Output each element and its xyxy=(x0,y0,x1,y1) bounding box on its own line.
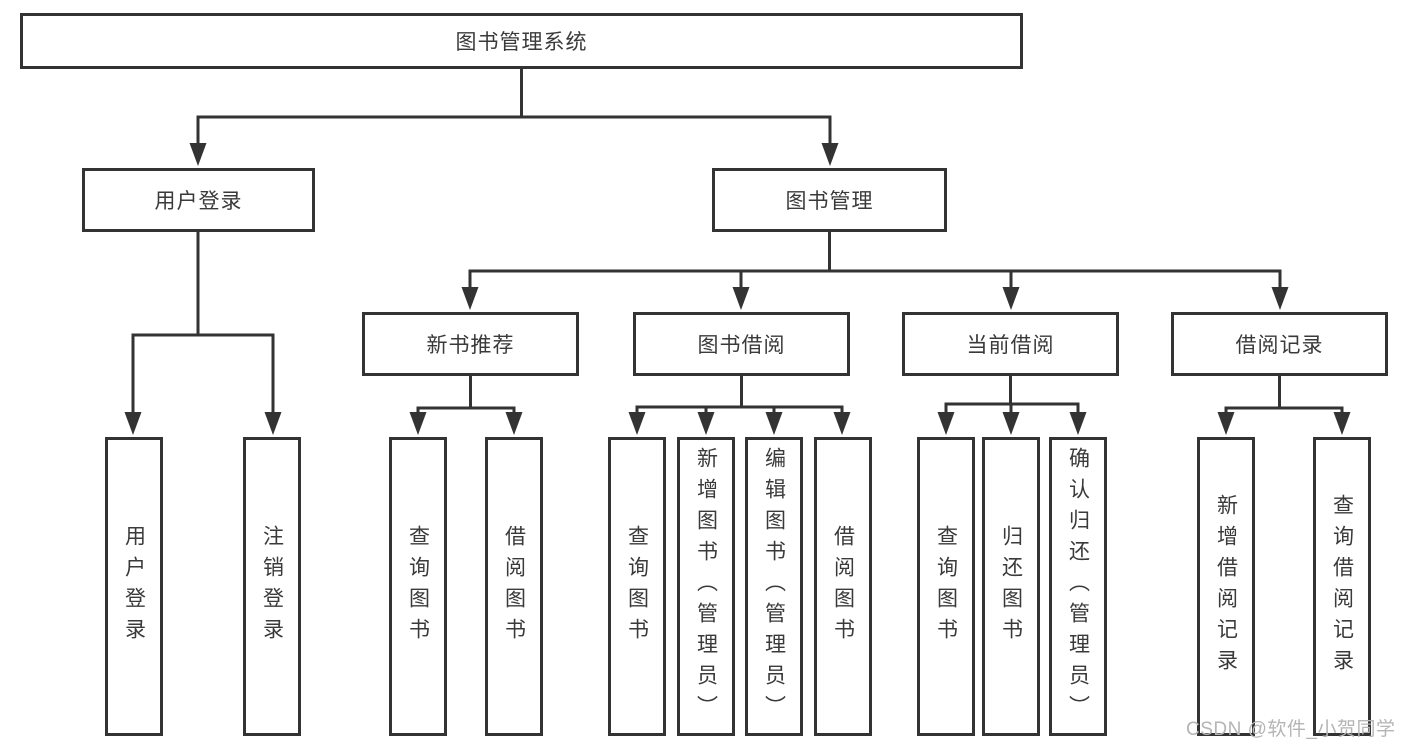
leaf-label: 注销登录 xyxy=(260,524,284,649)
node-label: 图书管理系统 xyxy=(455,31,588,54)
leaf-records-add-record: 新增借阅记录 xyxy=(1197,437,1255,736)
leaf-label: 借阅图书 xyxy=(502,524,526,649)
leaf-label: 查询图书 xyxy=(406,524,430,649)
arrowhead-icon xyxy=(1002,287,1020,310)
arrowhead-icon xyxy=(1271,287,1289,310)
arrowhead-icon xyxy=(697,412,715,435)
connector-root-to-level2 xyxy=(196,67,832,150)
node-new-book-recommend: 新书推荐 xyxy=(362,312,579,376)
leaf-borrow-query-book: 查询图书 xyxy=(608,437,666,736)
leaf-label: 新增借阅记录 xyxy=(1214,493,1238,680)
arrowhead-icon xyxy=(821,143,839,166)
arrowhead-icon xyxy=(833,412,851,435)
node-label: 新书推荐 xyxy=(426,334,515,357)
leaf-label: 新增图书（管理员） xyxy=(694,447,718,726)
arrowhead-icon xyxy=(1333,412,1351,435)
leaf-borrow-add-book-admin: 新增图书（管理员） xyxy=(677,437,735,736)
leaf-logout-login: 注销登录 xyxy=(243,437,301,736)
leaf-current-query-book: 查询图书 xyxy=(917,437,975,736)
arrowhead-icon xyxy=(628,412,646,435)
arrowhead-icon xyxy=(937,412,955,435)
arrowhead-icon xyxy=(461,287,479,310)
leaf-label: 用户登录 xyxy=(122,524,146,649)
arrowhead-icon xyxy=(732,287,750,310)
arrowhead-icon xyxy=(505,412,523,435)
connector-recommend-to-leaves xyxy=(416,374,516,420)
node-book-borrow: 图书借阅 xyxy=(633,312,850,376)
connector-userlogin-to-leaves xyxy=(131,230,275,420)
arrowhead-icon xyxy=(189,143,207,166)
node-borrow-records: 借阅记录 xyxy=(1171,312,1388,376)
arrowhead-icon xyxy=(124,412,142,435)
node-user-login: 用户登录 xyxy=(82,168,315,232)
leaf-label: 编辑图书（管理员） xyxy=(762,447,786,726)
leaf-current-return-book: 归还图书 xyxy=(982,437,1040,736)
leaf-user-login: 用户登录 xyxy=(105,437,163,736)
leaf-recommend-borrow-book: 借阅图书 xyxy=(485,437,543,736)
node-label: 当前借阅 xyxy=(966,334,1055,357)
node-root-system: 图书管理系统 xyxy=(20,13,1023,69)
arrowhead-icon xyxy=(409,412,427,435)
leaf-borrow-borrow-book: 借阅图书 xyxy=(814,437,872,736)
node-current-borrow: 当前借阅 xyxy=(902,312,1119,376)
node-book-management: 图书管理 xyxy=(712,168,947,232)
connector-records-to-leaves xyxy=(1224,374,1344,420)
node-label: 借阅记录 xyxy=(1235,334,1324,357)
leaf-borrow-edit-book-admin: 编辑图书（管理员） xyxy=(745,437,803,736)
leaf-label: 查询图书 xyxy=(934,524,958,649)
leaf-records-query-record: 查询借阅记录 xyxy=(1313,437,1371,736)
leaf-label: 查询图书 xyxy=(625,524,649,649)
connector-borrow-to-leaves xyxy=(635,374,844,420)
arrowhead-icon xyxy=(1069,412,1087,435)
arrowhead-icon xyxy=(1002,412,1020,435)
connector-bookmgmt-to-level3 xyxy=(468,230,1282,296)
connector-current-to-leaves xyxy=(944,374,1080,420)
arrowhead-icon xyxy=(765,412,783,435)
csdn-watermark: CSDN @软件_小贺同学 xyxy=(1186,719,1396,740)
leaf-label: 查询借阅记录 xyxy=(1330,493,1354,680)
arrowhead-icon xyxy=(264,412,282,435)
leaf-label: 借阅图书 xyxy=(831,524,855,649)
node-label: 用户登录 xyxy=(154,190,243,213)
leaf-recommend-query-book: 查询图书 xyxy=(389,437,447,736)
arrowhead-icon xyxy=(1217,412,1235,435)
node-label: 图书管理 xyxy=(785,190,874,213)
node-label: 图书借阅 xyxy=(697,334,786,357)
leaf-label: 归还图书 xyxy=(999,524,1023,649)
leaf-current-confirm-return-admin: 确认归还（管理员） xyxy=(1049,437,1107,736)
leaf-label: 确认归还（管理员） xyxy=(1066,447,1090,726)
